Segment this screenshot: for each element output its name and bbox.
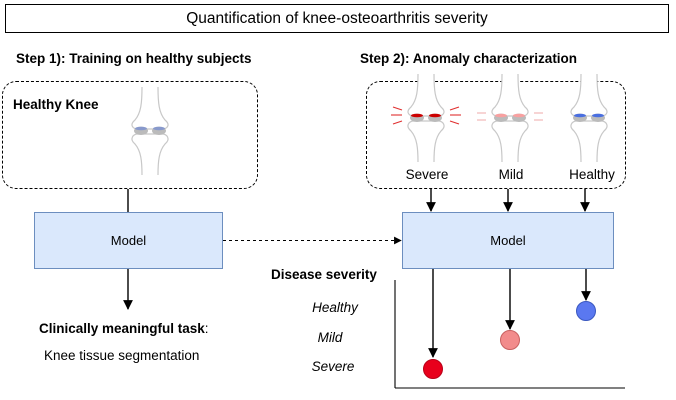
severity-level-severe: Severe [311,359,355,374]
model-label-step1: Model [110,233,147,248]
mild-knee-icon [477,73,543,163]
severity-level-mild: Mild [317,330,343,345]
clinical-task-title: Clinically meaningful task: [39,321,209,336]
knee-conditions-box [366,81,626,189]
healthy-dot [576,301,596,321]
disease-severity-title: Disease severity [271,267,377,282]
severe-knee-icon [391,73,461,163]
severity-level-healthy: Healthy [312,300,358,315]
knee-label-healthy: Healthy [569,167,615,182]
diagram-title-text: Quantification of knee-osteoarthritis se… [186,9,488,27]
clinical-task-colon: : [204,321,209,336]
mild-dot [500,330,520,350]
clinical-task-title-text: Clinically meaningful task [39,321,205,336]
knee-label-mild: Mild [498,167,524,182]
model-box-step1: Model [34,212,223,269]
healthy-knee-box [2,81,258,189]
healthy-knee-step2-icon [570,73,608,163]
model-box-step2: Model [402,212,614,269]
healthy-knee-icon [131,86,169,176]
knee-label-severe: Severe [405,167,449,182]
severe-dot [423,359,443,379]
step1-label: Step 1): Training on healthy subjects [16,51,252,66]
diagram-title: Quantification of knee-osteoarthritis se… [5,4,669,33]
model-label-step2: Model [490,233,526,248]
clinical-task-value: Knee tissue segmentation [44,348,200,363]
healthy-knee-label: Healthy Knee [13,97,99,112]
step2-label: Step 2): Anomaly characterization [360,51,578,66]
